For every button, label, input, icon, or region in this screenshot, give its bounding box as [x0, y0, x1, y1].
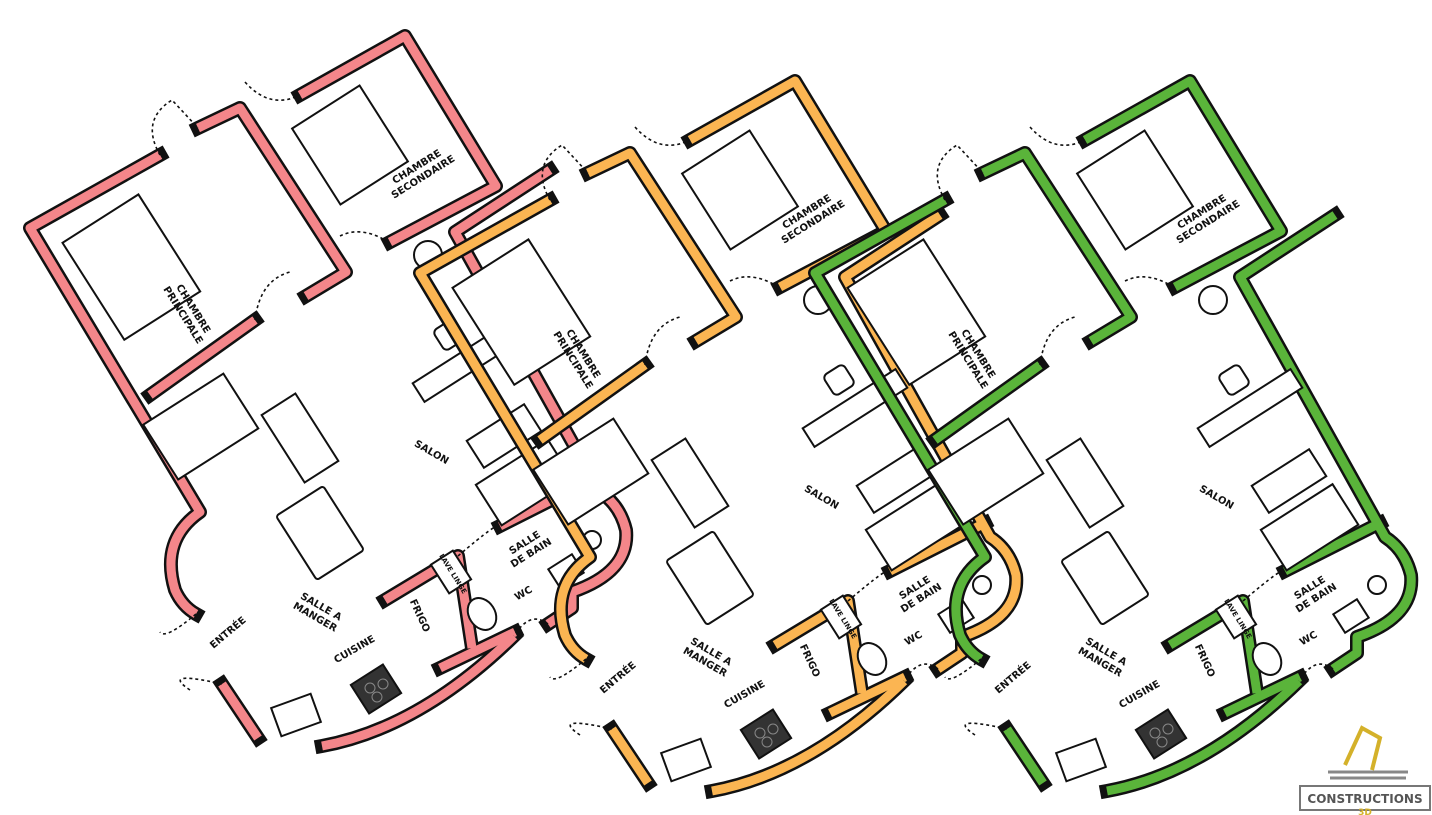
logo-name: CONSTRUCTIONS — [1307, 792, 1422, 806]
wardrobe — [1045, 437, 1125, 529]
label-entree: ENTRÉE — [207, 613, 249, 651]
kitchen-sink-icon — [269, 692, 323, 738]
bed-secondary — [1075, 129, 1195, 251]
wardrobe — [260, 392, 340, 484]
bed-main — [846, 238, 987, 387]
dining-table — [276, 486, 364, 580]
coffee-table — [465, 402, 543, 470]
label-cuisine: CUISINE — [722, 679, 767, 711]
dining-table — [666, 531, 754, 625]
label-cuisine: CUISINE — [332, 634, 377, 666]
stove-icon — [1134, 708, 1188, 760]
label-frigo: FRIGO — [797, 643, 822, 679]
label-wc: WC — [513, 584, 534, 603]
bed-secondary — [290, 84, 410, 206]
desk — [926, 417, 1045, 526]
coffee-table — [1250, 447, 1328, 515]
bed-secondary — [680, 129, 800, 251]
outer-walls — [413, 74, 1024, 800]
logo-sub: 3D — [1358, 808, 1372, 815]
label-salon: SALON — [802, 484, 840, 512]
label-salon: SALON — [412, 439, 450, 467]
sofa — [1259, 482, 1360, 572]
desk — [141, 372, 260, 481]
label-entree: ENTRÉE — [597, 658, 639, 696]
door-swings — [541, 126, 939, 736]
kitchen-sink-icon — [1054, 737, 1108, 783]
toilet-icon — [1251, 642, 1283, 676]
door-swings — [936, 126, 1334, 736]
toilet-icon — [466, 597, 498, 631]
bed-main — [61, 193, 202, 342]
label-cuisine: CUISINE — [1117, 679, 1162, 711]
label-wc: WC — [903, 629, 924, 648]
washing-machine-icon — [429, 549, 473, 595]
washing-machine-icon — [1214, 594, 1258, 640]
tv-unit — [1196, 367, 1304, 449]
shower-icon — [1367, 575, 1387, 595]
bed-main — [451, 238, 592, 387]
desk — [531, 417, 650, 526]
label-salon: SALON — [1197, 484, 1235, 512]
water-heater-icon — [1198, 285, 1228, 315]
wardrobe — [650, 437, 730, 529]
bathroom-sink-icon — [1331, 597, 1371, 635]
constructions-3d-logo: CONSTRUCTIONS 3D — [1299, 725, 1431, 815]
shower-icon — [972, 575, 992, 595]
floor-plan-1: CHAMBRE PRINCIPALE CHAMBRE SECONDAIRE SA… — [23, 29, 634, 755]
crane-icon — [1343, 725, 1383, 771]
label-entree: ENTRÉE — [992, 658, 1034, 696]
kitchen-sink-icon — [659, 737, 713, 783]
furniture — [61, 84, 602, 738]
armchair — [823, 364, 855, 396]
furniture — [846, 129, 1387, 783]
outer-walls — [808, 74, 1419, 800]
label-frigo: FRIGO — [407, 598, 432, 634]
stove-icon — [739, 708, 793, 760]
dining-table — [1061, 531, 1149, 625]
door-swings — [151, 81, 549, 691]
toilet-icon — [856, 642, 888, 676]
label-frigo: FRIGO — [1192, 643, 1217, 679]
floor-plan-2: CHAMBRE PRINCIPALE CHAMBRE SECONDAIRE SA… — [413, 74, 1024, 800]
stove-icon — [349, 663, 403, 715]
building-icon — [1328, 770, 1408, 780]
label-wc: WC — [1298, 629, 1319, 648]
washing-machine-icon — [819, 594, 863, 640]
armchair — [1218, 364, 1250, 396]
